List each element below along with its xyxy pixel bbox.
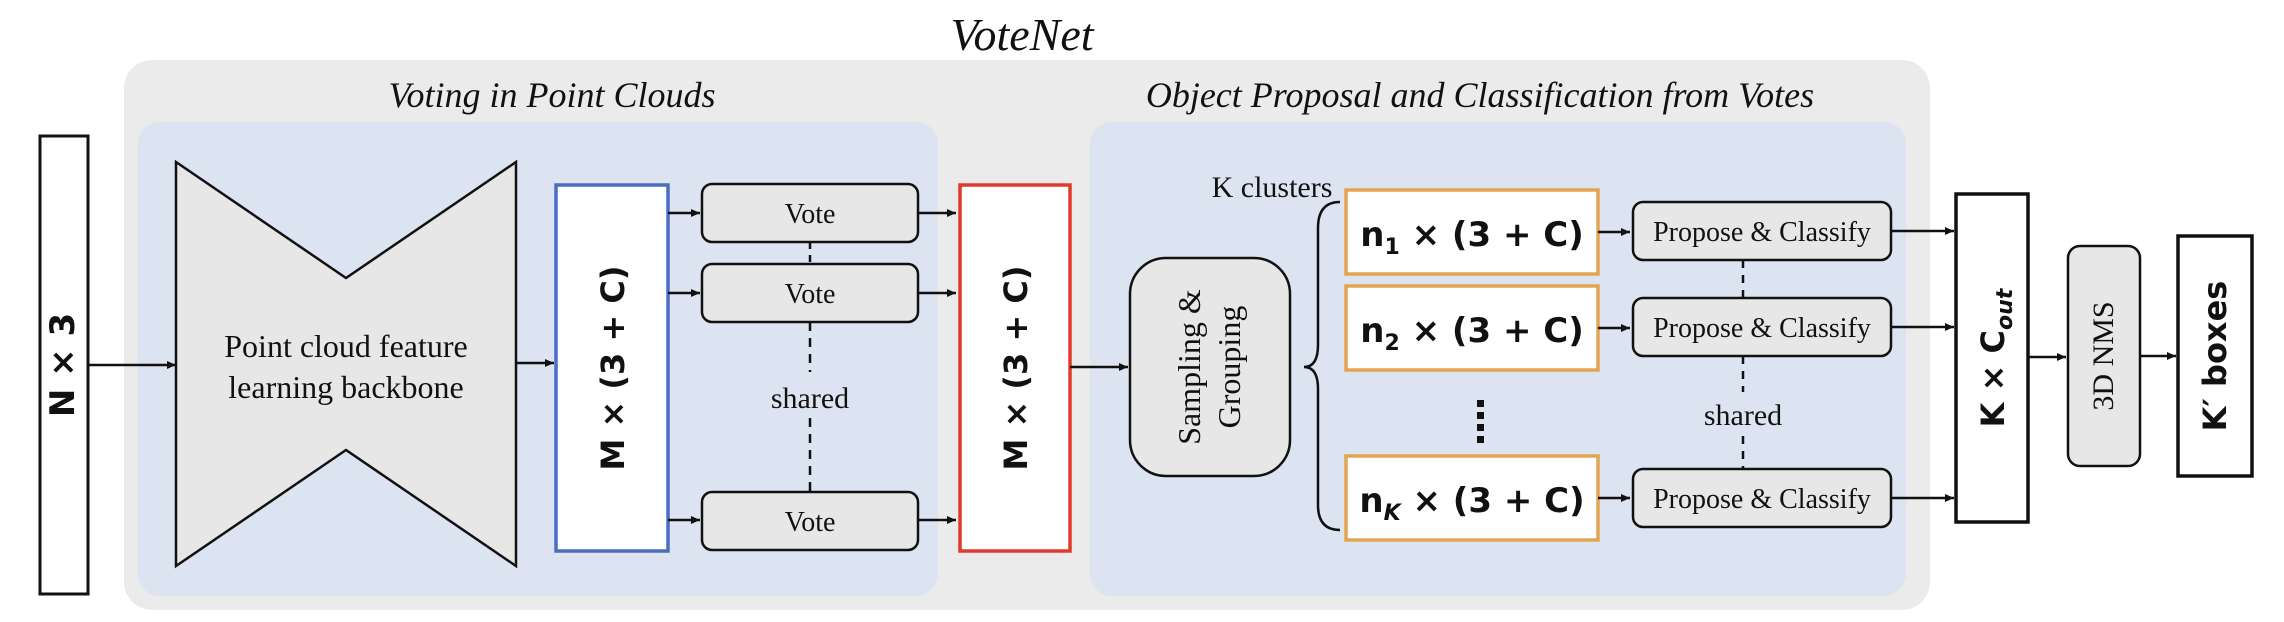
sampling-label-line1: Sampling & <box>1171 289 1207 445</box>
votes-label: M × (3 + C) <box>997 265 1035 470</box>
cluster-label-k-main: n <box>1359 481 1383 521</box>
vote-label-2: Vote <box>785 279 836 310</box>
votes-box <box>958 183 1072 553</box>
cluster-box-2 <box>1344 284 1600 372</box>
cluster-label-1: n1 × (3 + C) <box>1360 215 1584 260</box>
clusters-brace <box>1303 200 1341 532</box>
vote-label-1: Vote <box>785 199 836 230</box>
output-label-main: K × C <box>1974 330 2012 427</box>
k-clusters-label: K clusters <box>1212 171 1333 204</box>
cluster-ellipsis <box>1477 400 1484 443</box>
output-label-sub: out <box>1993 287 2018 330</box>
vote-shared-label: shared <box>771 382 849 415</box>
seeds-box <box>554 183 670 553</box>
cluster-label-k-rest: × (3 + C) <box>1401 481 1585 521</box>
cluster-label-2-rest: × (3 + C) <box>1400 311 1584 351</box>
backbone-shape <box>174 159 518 569</box>
cluster-label-1-main: n <box>1360 215 1384 255</box>
backbone-label-line2: learning backbone <box>228 369 463 405</box>
cluster-label-1-sub: 1 <box>1384 235 1399 260</box>
section-title-voting: Voting in Point Clouds <box>388 75 715 115</box>
sampling-box <box>1128 256 1292 478</box>
output-box <box>1954 192 2030 524</box>
propose-shared-label: shared <box>1704 399 1782 432</box>
output-label: K × Cout <box>1974 287 2018 427</box>
vote-label-3: Vote <box>785 507 836 538</box>
boxes-label: K′ boxes <box>2196 281 2234 432</box>
input-label: N × 3 <box>43 313 83 417</box>
nms-label: 3D NMS <box>2087 301 2120 410</box>
cluster-label-k-sub: K <box>1384 501 1403 526</box>
propose-label-2: Propose & Classify <box>1653 313 1871 344</box>
cluster-label-2-sub: 2 <box>1384 331 1399 356</box>
propose-label-k: Propose & Classify <box>1653 484 1871 515</box>
seeds-label: M × (3 + C) <box>594 265 632 470</box>
propose-label-1: Propose & Classify <box>1653 217 1871 248</box>
backbone-label-line1: Point cloud feature <box>224 328 467 364</box>
cluster-label-1-rest: × (3 + C) <box>1400 215 1584 255</box>
boxes-output <box>2176 234 2254 478</box>
sampling-label-line2: Grouping <box>1211 306 1247 429</box>
section-title-proposal: Object Proposal and Classification from … <box>1146 75 1814 115</box>
cluster-label-2-main: n <box>1360 311 1384 351</box>
cluster-label-k: nK × (3 + C) <box>1359 481 1584 526</box>
cluster-label-2: n2 × (3 + C) <box>1360 311 1584 356</box>
diagram-title: VoteNet <box>950 9 1094 60</box>
